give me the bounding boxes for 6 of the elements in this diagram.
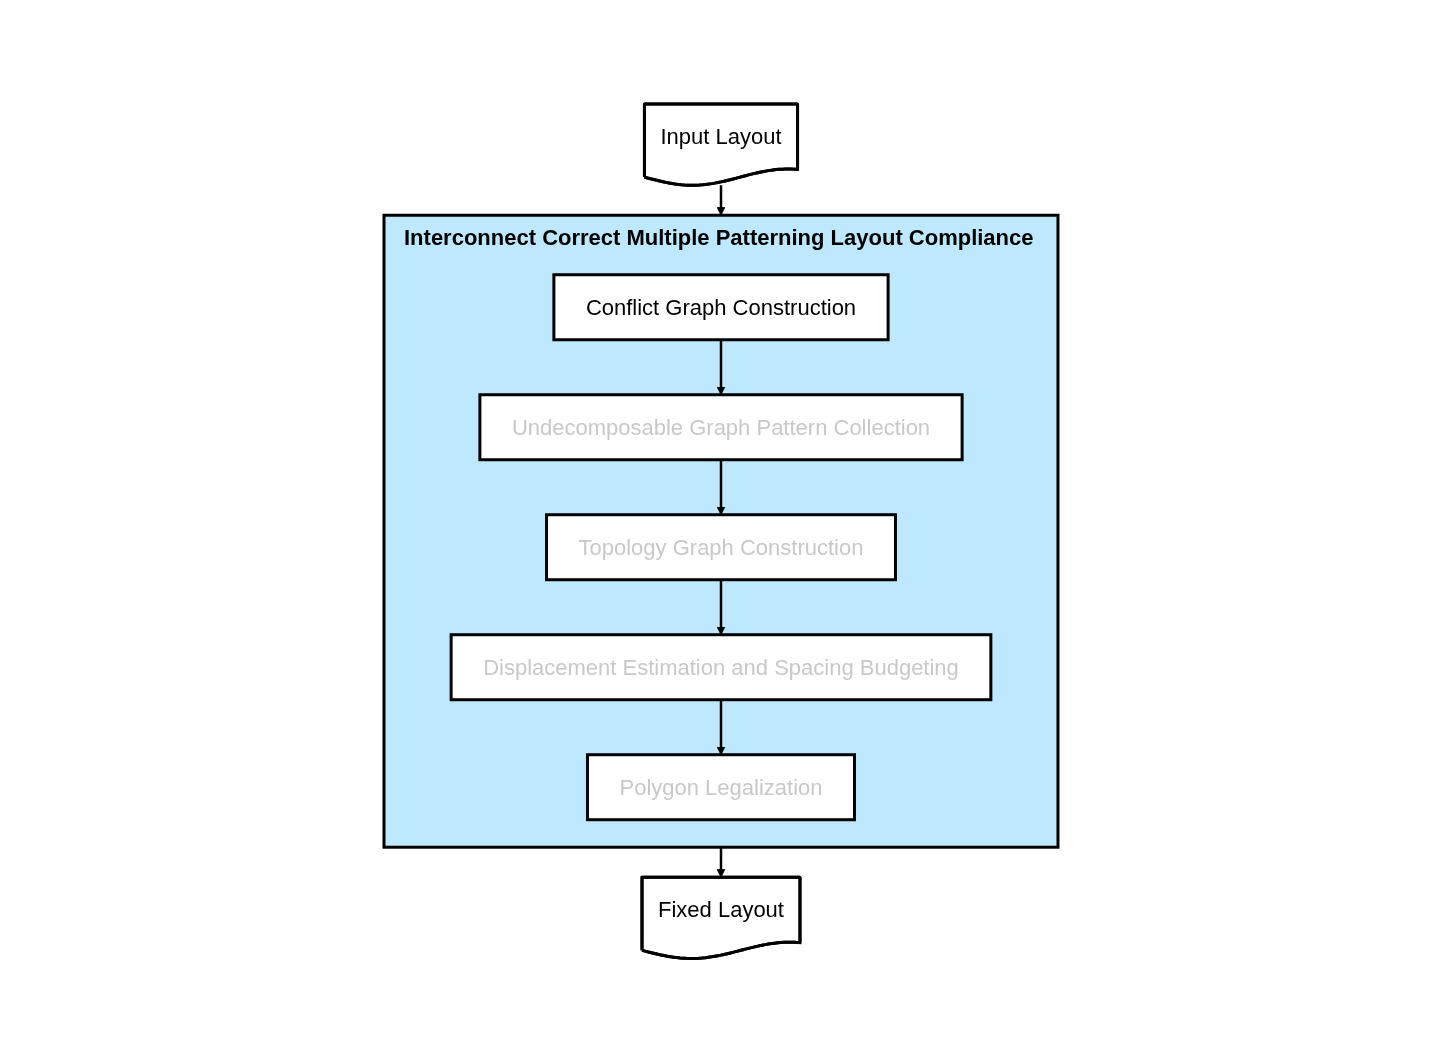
- arrow: [716, 339, 725, 395]
- arrow: [716, 459, 725, 515]
- arrow: [716, 699, 725, 755]
- arrow: [716, 579, 725, 635]
- node-box: Conflict Graph Construction: [551, 273, 890, 341]
- arrow: [716, 185, 725, 216]
